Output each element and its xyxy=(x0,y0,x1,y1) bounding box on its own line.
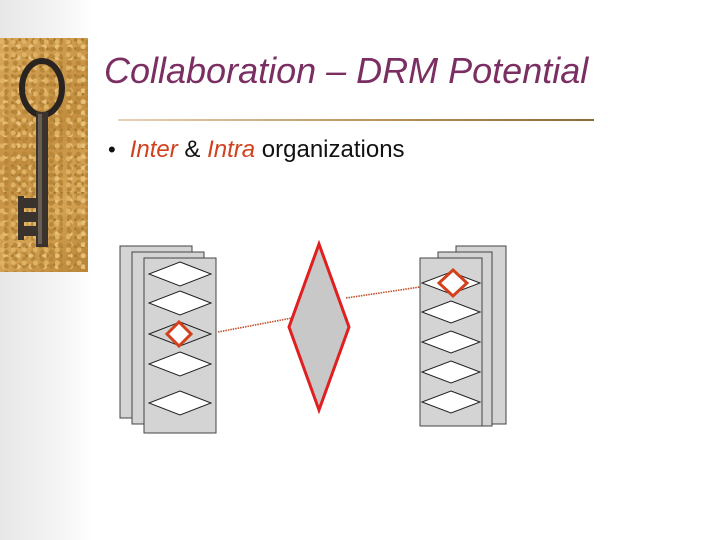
title-underline xyxy=(118,119,594,121)
bullet-item: • Inter & Intra organizations xyxy=(108,136,405,164)
right-diamond xyxy=(420,360,482,384)
slide-title: Collaboration – DRM Potential xyxy=(104,50,589,91)
left-diamond xyxy=(147,261,213,287)
right-document-stack xyxy=(419,245,507,427)
right-diamond xyxy=(420,330,482,354)
bullet-rest: organizations xyxy=(255,136,405,163)
bullet-amp: & xyxy=(177,136,208,163)
right-diamond xyxy=(420,390,482,414)
bullet-intra: Intra xyxy=(207,136,256,163)
skeleton-key-icon xyxy=(18,58,65,247)
right-connection-line xyxy=(345,283,441,299)
left-diamond xyxy=(147,390,213,416)
center-diamond xyxy=(287,239,351,415)
left-document-stack xyxy=(119,245,217,434)
left-highlighted-diamond xyxy=(164,319,194,349)
bullet-marker: • xyxy=(108,137,116,162)
right-diamond xyxy=(420,300,482,324)
key-photo xyxy=(0,38,88,272)
left-connection-line xyxy=(217,317,293,333)
left-diamond xyxy=(147,351,213,377)
right-highlighted-diamond xyxy=(436,267,470,299)
left-diamond xyxy=(147,290,213,316)
bullet-inter: Inter xyxy=(129,136,178,163)
